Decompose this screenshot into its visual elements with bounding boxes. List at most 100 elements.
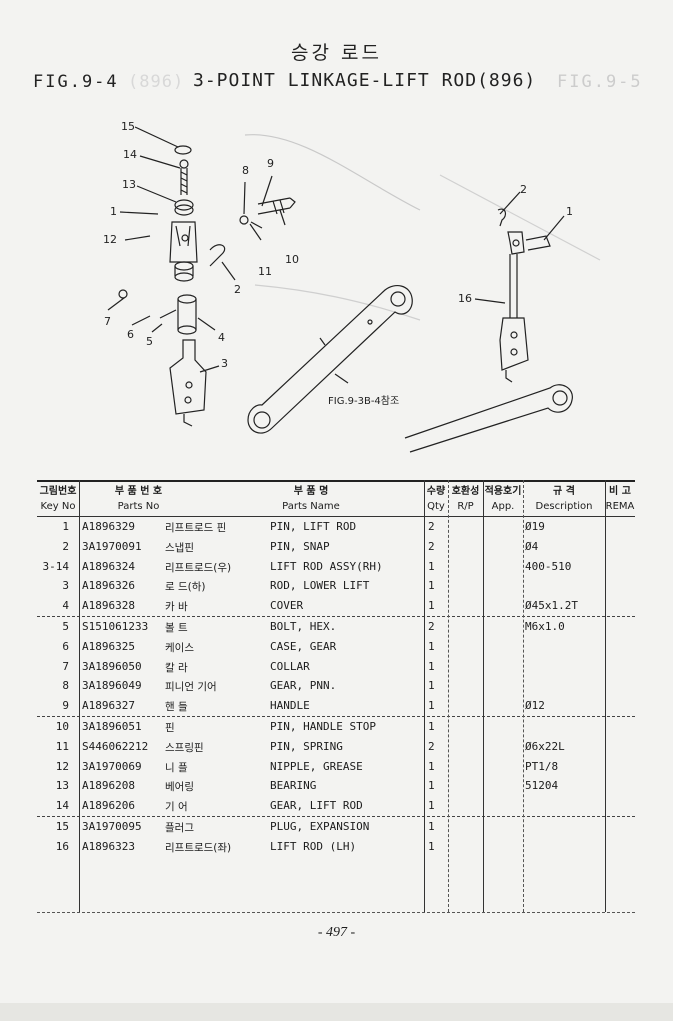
cell-name-en: BOLT, HEX.: [270, 619, 337, 633]
column-divider: [448, 480, 449, 912]
cell-name-ko: 니 플: [165, 761, 188, 774]
cell-description: 51204: [525, 779, 559, 793]
cell-name-ko: 리프트로드(좌): [165, 841, 232, 854]
cell-name-ko: 핸 들: [165, 701, 188, 714]
cell-qty: 1: [428, 839, 435, 853]
header-parts-no-en: Parts No: [117, 501, 160, 512]
page-number: - 497 -: [317, 925, 356, 940]
callout-label: 5: [146, 335, 153, 348]
cell-parts-no: A1896208: [82, 779, 135, 793]
header-qty-en: Qty: [427, 501, 445, 512]
cell-name-ko: 베어링: [165, 781, 194, 794]
cell-name-en: CASE, GEAR: [270, 639, 337, 653]
cell-name-en: GEAR, LIFT ROD: [270, 799, 363, 813]
cell-parts-no: 3A1896049: [82, 679, 142, 693]
callout-label: 11: [258, 265, 272, 278]
header-parts-no-ko: 부 품 번 호: [114, 486, 163, 497]
cell-name-ko: 핀: [165, 721, 175, 734]
cell-name-ko: 볼 트: [165, 621, 188, 634]
header-remarks-ko: 비 고: [609, 486, 631, 497]
cell-qty: 1: [428, 699, 435, 713]
cell-parts-no: 3A1896050: [82, 659, 142, 673]
cell-parts-no: A1896323: [82, 839, 135, 853]
callout-label: 12: [103, 233, 117, 246]
cell-qty: 1: [428, 659, 435, 673]
cell-name-ko: 로 드(하): [165, 581, 206, 594]
cell-qty: 1: [428, 799, 435, 813]
cell-parts-no: 3A1970069: [82, 759, 142, 773]
cell-name-en: PIN, SPRING: [270, 739, 343, 753]
cell-parts-no: 3A1970091: [82, 539, 142, 553]
cell-name-ko: 기 어: [165, 801, 188, 814]
callout-label: 2: [520, 183, 527, 196]
cell-qty: 2: [428, 539, 435, 553]
header-app-en: App.: [491, 501, 515, 512]
scan-margin: [0, 1003, 673, 1021]
cell-qty: 1: [428, 819, 435, 833]
cell-name-en: PIN, HANDLE STOP: [270, 719, 376, 733]
cell-parts-no: A1896328: [82, 599, 135, 613]
cell-name-en: COVER: [270, 599, 304, 613]
callout-label: 1: [566, 205, 573, 218]
cell-name-en: LIFT ROD (LH): [270, 839, 357, 853]
cell-description: Ø45x1.2T: [525, 599, 578, 613]
bleed-through-figure-number: FIG.9-5: [557, 72, 643, 92]
cell-key-no: 13: [55, 779, 69, 793]
cell-qty: 1: [428, 759, 435, 773]
header-parts-name-en: Parts Name: [282, 501, 340, 512]
callout-label: 2: [234, 283, 241, 296]
cell-key-no: 14: [55, 799, 69, 813]
header-key-no-ko: 그림번호: [39, 486, 77, 497]
callout-label: 14: [123, 148, 137, 161]
cell-key-no: 3: [62, 579, 69, 593]
cell-name-en: GEAR, PNN.: [270, 679, 337, 693]
cell-key-no: 3-14: [42, 559, 70, 573]
callout-label: 7: [104, 315, 111, 328]
cell-name-ko: 리프트로드(우): [165, 561, 232, 574]
cell-parts-no: S151061233: [82, 619, 149, 633]
cell-name-ko: 리프트로드 핀: [165, 522, 227, 534]
column-divider: [605, 480, 606, 912]
cell-parts-no: A1896327: [82, 699, 135, 713]
cell-description: Ø6x22L: [525, 739, 565, 753]
column-divider: [483, 480, 484, 912]
cell-qty: 1: [428, 599, 435, 613]
cell-qty: 2: [428, 520, 435, 533]
cell-name-ko: 케이스: [165, 641, 194, 654]
callout-label: 15: [121, 120, 135, 133]
header-rp-en: R/P: [457, 501, 474, 512]
cell-key-no: 12: [55, 759, 69, 773]
callout-label: 13: [122, 178, 136, 191]
callout-label: 3: [221, 357, 228, 370]
cell-parts-no: A1896326: [82, 579, 135, 593]
cell-description: Ø4: [525, 539, 539, 553]
parts-table: 그림번호 Key No 부 품 번 호 Parts No 부 품 명 Parts…: [37, 480, 635, 913]
callout-label: 4: [218, 331, 225, 344]
cell-description: M6x1.0: [525, 619, 565, 633]
cell-key-no: 9: [62, 699, 69, 713]
table-header: 그림번호 Key No 부 품 번 호 Parts No 부 품 명 Parts…: [37, 480, 635, 517]
cell-description: Ø19: [525, 520, 545, 533]
cell-key-no: 16: [55, 839, 69, 853]
cell-key-no: 8: [62, 679, 69, 693]
cell-name-en: HANDLE: [270, 699, 310, 713]
column-divider: [424, 480, 425, 912]
cell-name-ko: 카 바: [165, 601, 188, 614]
cell-qty: 2: [428, 619, 435, 633]
cell-name-ko: 피니언 기어: [165, 681, 217, 694]
cell-key-no: 5: [62, 619, 69, 633]
cell-name-en: PLUG, EXPANSION: [270, 819, 370, 833]
callout-label: 10: [285, 253, 299, 266]
cell-key-no: 10: [55, 719, 69, 733]
callout-label: 1: [110, 205, 117, 218]
header-description-en: Description: [535, 501, 593, 512]
callout-label: 16: [458, 292, 472, 305]
cell-key-no: 2: [62, 539, 69, 553]
